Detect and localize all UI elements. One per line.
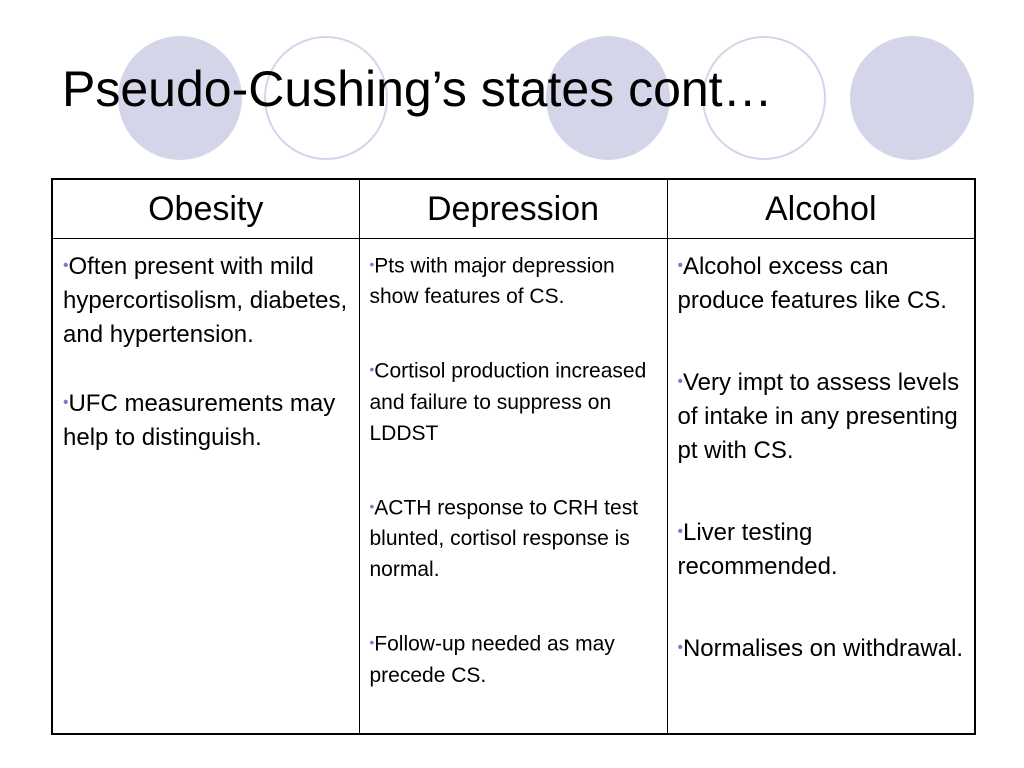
table-header-row: Obesity Depression Alcohol <box>51 178 976 239</box>
comparison-table: Obesity Depression Alcohol •Often presen… <box>51 178 976 735</box>
bullet-icon: • <box>369 362 375 378</box>
table-row: •Often present with mild hypercortisolis… <box>51 238 976 735</box>
header-alcohol: Alcohol <box>666 178 976 239</box>
list-item: •Alcohol excess can produce features lik… <box>678 249 967 318</box>
bullet-text: Cortisol production increased and failur… <box>369 359 647 445</box>
bullet-text: Follow-up needed as may precede CS. <box>369 632 615 687</box>
bullet-text: Pts with major depression show features … <box>369 254 615 309</box>
alcohol-cell: •Alcohol excess can produce features lik… <box>666 238 976 735</box>
decorative-circle <box>702 36 826 160</box>
bullet-text: Very impt to assess levels of intake in … <box>677 368 960 464</box>
bullet-icon: • <box>369 257 375 272</box>
list-item: •Normalises on withdrawal. <box>678 631 967 666</box>
bullet-icon: • <box>677 372 683 390</box>
bullet-icon: • <box>677 522 683 540</box>
list-item: •ACTH response to CRH test blunted, cort… <box>370 491 659 585</box>
bullet-text: Normalises on withdrawal. <box>682 634 964 662</box>
list-item: •UFC measurements may help to distinguis… <box>63 386 351 455</box>
bullet-text: UFC measurements may help to distinguish… <box>63 389 336 451</box>
bullet-text: Often present with mild hypercortisolism… <box>63 252 348 348</box>
bullet-icon: • <box>369 635 375 651</box>
bullet-icon: • <box>369 498 375 514</box>
slide-title: Pseudo-Cushing’s states cont… <box>62 61 773 117</box>
list-item: •Liver testing recommended. <box>678 515 967 584</box>
depression-cell: •Pts with major depression show features… <box>358 238 668 735</box>
header-depression: Depression <box>358 178 668 239</box>
decorative-circle <box>850 36 974 160</box>
bullet-icon: • <box>63 257 69 274</box>
bullet-text: Liver testing recommended. <box>677 518 838 580</box>
decorative-circle <box>264 36 388 160</box>
bullet-icon: • <box>677 638 683 656</box>
header-obesity: Obesity <box>51 178 360 239</box>
decorative-circle <box>546 36 670 160</box>
depression-list: •Pts with major depression show features… <box>370 249 659 691</box>
obesity-cell: •Often present with mild hypercortisolis… <box>51 238 360 735</box>
obesity-list: •Often present with mild hypercortisolis… <box>63 249 351 455</box>
list-item: •Very impt to assess levels of intake in… <box>678 365 967 468</box>
list-item: •Cortisol production increased and failu… <box>370 354 659 448</box>
list-item: •Pts with major depression show features… <box>370 249 659 312</box>
decorative-circle <box>118 36 242 160</box>
list-item: •Follow-up needed as may precede CS. <box>370 627 659 690</box>
bullet-text: Alcohol excess can produce features like… <box>677 252 947 314</box>
list-item: •Often present with mild hypercortisolis… <box>63 249 351 352</box>
bullet-icon: • <box>63 393 69 411</box>
bullet-text: ACTH response to CRH test blunted, corti… <box>369 496 639 582</box>
alcohol-list: •Alcohol excess can produce features lik… <box>678 249 967 666</box>
bullet-icon: • <box>677 257 683 274</box>
